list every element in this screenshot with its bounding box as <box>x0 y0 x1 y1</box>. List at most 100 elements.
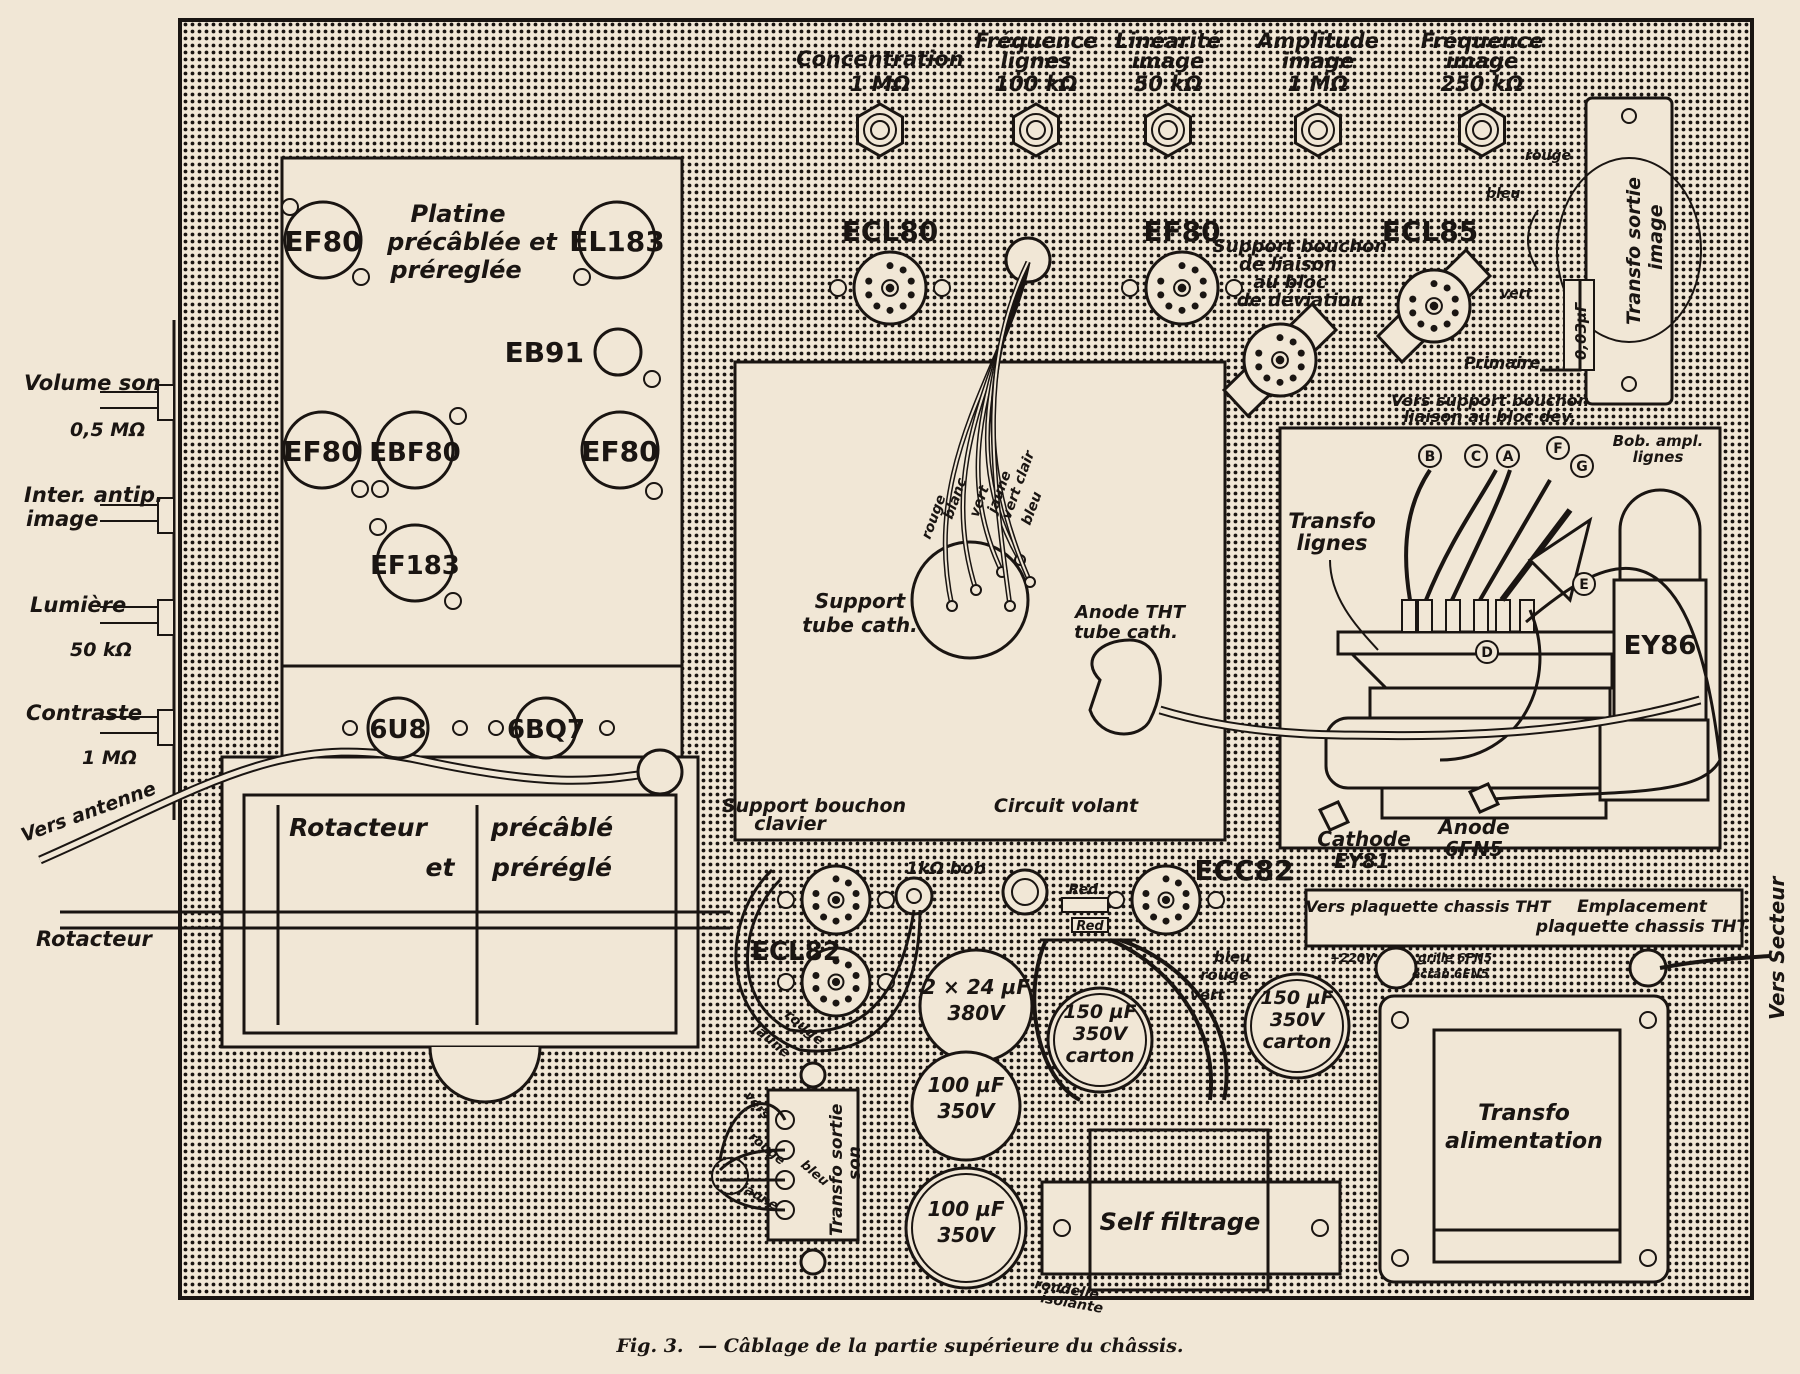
support-clavier-line2: clavier <box>754 813 827 835</box>
anode-tht-line1: Anode THT <box>1073 602 1187 623</box>
red1-label: Red. <box>1069 882 1104 898</box>
inter-antip-line2: image <box>26 507 99 531</box>
transfo-sortie-image-label2: image <box>1645 204 1667 270</box>
rotacteur-title-1: Rotacteur <box>289 813 429 842</box>
capacitor-1 <box>1046 986 1154 1094</box>
support-deviation-line3: au bloc <box>1253 272 1327 293</box>
cap2-type: carton <box>1065 1045 1134 1067</box>
bob-ampl-line1: Bob. ampl. <box>1613 432 1704 450</box>
plaquette-wire-220v: +220V <box>1330 951 1376 965</box>
potentiometer-nut-3 <box>1294 102 1342 158</box>
transfo-alim-line1: Transfo <box>1478 1101 1570 1126</box>
pot-freq-lignes-line1: Fréquence <box>975 29 1098 53</box>
pot-freq-lignes-line2: lignes <box>1000 49 1071 73</box>
pot-freq-image-line2: image <box>1446 49 1519 73</box>
pot-freq-image-line1: Fréquence <box>1421 29 1544 53</box>
anode-6fn5-cap <box>1467 782 1501 814</box>
volume-son-label: Volume son <box>24 371 161 395</box>
platine-lower-strip <box>280 664 684 763</box>
platine-tubes: EF80 EL183 EB91 EF80 EBF80 EF80 EF183 6U… <box>281 198 665 760</box>
volume-son-value: 0,5 MΩ <box>70 419 145 441</box>
transfo-son-line1: Transfo sortie <box>827 1104 847 1236</box>
cap3-type: carton <box>1262 1031 1331 1053</box>
cap2-voltage: 350V <box>1073 1023 1129 1045</box>
bob-1k-coil <box>894 876 934 916</box>
pin-G <box>1570 454 1594 478</box>
emplacement-line1: Emplacement <box>1577 897 1708 917</box>
support-tube-line2: tube cath. <box>802 613 917 637</box>
pot-concentration-label: Concentration <box>796 47 964 71</box>
pin-D <box>1475 640 1499 664</box>
lumiere-value: 50 kΩ <box>70 639 132 661</box>
pin-A <box>1496 444 1520 468</box>
wire-bleu-lower: bleu <box>1214 948 1251 966</box>
transfo-sortie-image <box>1584 96 1674 406</box>
cap4-voltage: 350V <box>937 1099 996 1123</box>
cathode-ey81-line1: Cathode <box>1317 827 1411 851</box>
wire-vert-label: vert <box>1500 286 1534 302</box>
pin-C <box>1464 444 1488 468</box>
bob-ampl-line2: lignes <box>1633 448 1684 466</box>
anode-tht-line2: tube cath. <box>1074 622 1178 643</box>
support-deviation-line1: Support bouchon <box>1213 236 1387 257</box>
pin-F <box>1546 436 1570 460</box>
figure-caption-text: — Câblage de la partie supérieure du châ… <box>698 1335 1183 1357</box>
pot-linearite-line1: Linéarité <box>1115 29 1221 53</box>
pin-label-B: B <box>1425 449 1436 465</box>
pin-B <box>1418 444 1442 468</box>
wire-vert-lower: vert <box>1190 986 1225 1004</box>
tube-ecl85-label: ECL85 <box>1382 215 1478 248</box>
cap5-value: 100 µF <box>927 1197 1004 1221</box>
potentiometer-nut-2 <box>1144 102 1192 158</box>
support-deviation-line4: de déviation <box>1237 290 1363 311</box>
cap2-value: 150 µF <box>1063 1001 1136 1023</box>
red2-label: Red <box>1076 919 1104 934</box>
pot-linearite-line2: image <box>1132 49 1205 73</box>
tube-ecc82-label: ECC82 <box>1194 854 1293 887</box>
anode-6fn5-line2: 6FN5 <box>1445 837 1503 861</box>
transfo-sortie-image-label: Transfo sortie <box>1623 177 1645 325</box>
rotacteur-side-label: Rotacteur <box>36 927 153 951</box>
transfo-alim-line2: alimentation <box>1445 1129 1603 1154</box>
tube-ebf80: EBF80 <box>369 438 461 468</box>
top-potentiometers <box>856 102 1506 158</box>
pot-amplitude-value: 1 MΩ <box>1288 72 1349 96</box>
tube-ecl82-label: ECL82 <box>751 937 841 967</box>
pot-concentration-value: 1 MΩ <box>850 72 911 96</box>
cap3-value: 150 µF <box>1260 987 1333 1009</box>
left-controls: Volume son 0,5 MΩ Inter. antip. image Lu… <box>24 320 176 820</box>
wire-rouge-lower: rouge <box>1200 966 1249 984</box>
inter-antip-label: Inter. antip. <box>24 483 163 507</box>
tube-el183: EL183 <box>569 225 664 258</box>
pin-label-F: F <box>1553 441 1563 457</box>
wire-rouge-label: rouge <box>1525 148 1571 164</box>
pot-linearite-value: 50 kΩ <box>1134 72 1203 96</box>
transfo-son-line2: son <box>845 1146 865 1180</box>
circuit-volant-label: Circuit volant <box>994 795 1139 817</box>
tube-ey86-label: EY86 <box>1624 631 1697 661</box>
cap3-voltage: 350V <box>1270 1009 1326 1031</box>
pin-E <box>1572 572 1596 596</box>
figure-caption: Fig. 3. — Câblage de la partie supérieur… <box>615 1335 1183 1357</box>
pin-label-E: E <box>1579 577 1589 593</box>
rotacteur-title-2: et <box>426 853 456 882</box>
circuit-volant-trimmer <box>1001 868 1049 916</box>
plaquette-wire-grille: grille 6FN5 <box>1418 951 1492 965</box>
pot-amplitude-line1: Amplitude <box>1255 29 1379 53</box>
capacitor-4 <box>904 1166 1028 1290</box>
plaquette-strip <box>1304 888 1744 948</box>
cap1-value: 2 × 24 µF <box>922 975 1030 999</box>
vers-secteur-label: Vers Secteur <box>1765 875 1789 1020</box>
anode-tht-cup <box>1088 638 1162 736</box>
potentiometer-nut-4 <box>1458 102 1506 158</box>
tube-ef80-1: EF80 <box>284 225 361 258</box>
transfo-lignes-line2: lignes <box>1296 531 1367 555</box>
support-deviation-line2: de liaison <box>1239 254 1337 275</box>
pot-freq-lignes-value: 100 kΩ <box>995 72 1078 96</box>
tube-ecl80-label: ECL80 <box>842 215 938 248</box>
pin-label-G: G <box>1576 459 1588 475</box>
cap4-value: 100 µF <box>927 1073 1004 1097</box>
pin-label-D: D <box>1481 645 1493 661</box>
cap1-voltage: 380V <box>947 1001 1006 1025</box>
